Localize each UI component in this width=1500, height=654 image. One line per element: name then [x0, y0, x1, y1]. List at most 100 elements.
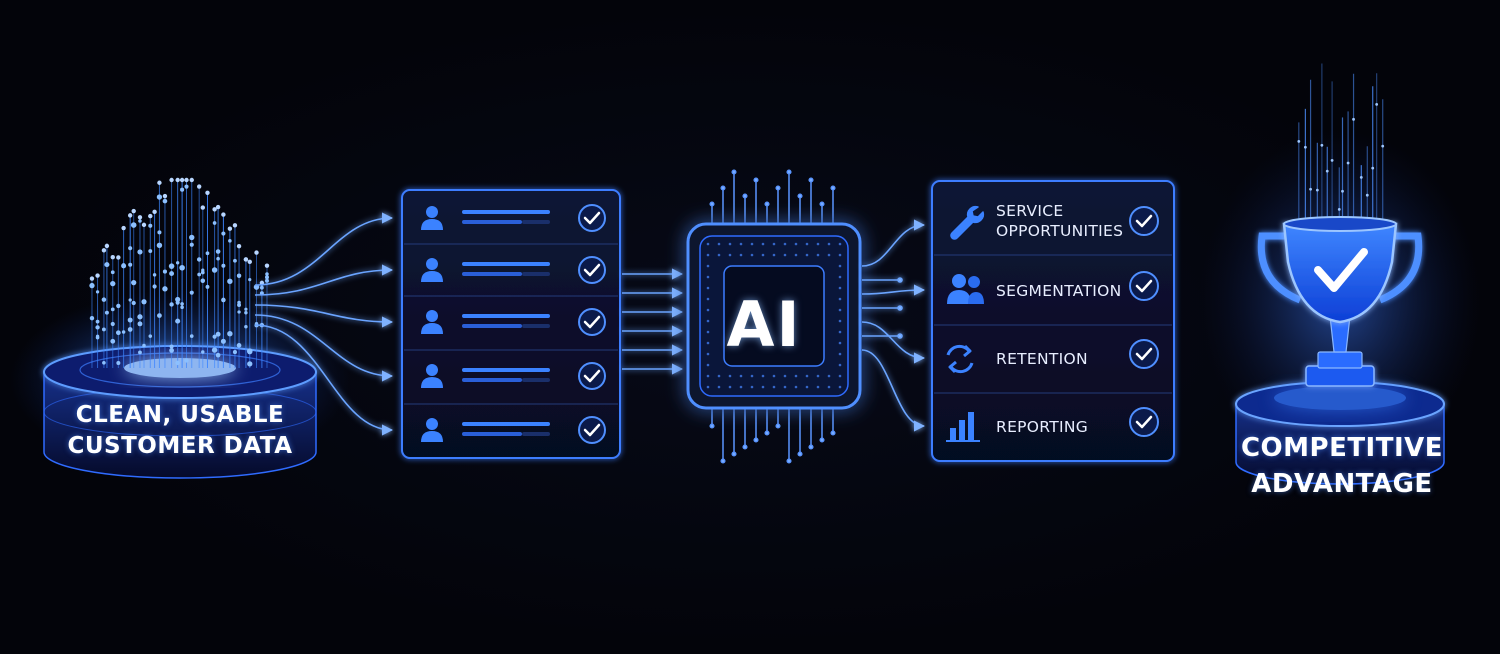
trophy-icon [1200, 63, 1480, 485]
output-label-line1: RETENTION [996, 350, 1088, 368]
chip-pin-dot [830, 430, 836, 436]
check-circle [578, 362, 606, 390]
user-icon [421, 310, 443, 334]
output-label-service-opportunities: SERVICE OPPORTUNITIES [996, 201, 1123, 241]
record-bar [462, 314, 550, 318]
chip-dot [717, 242, 721, 246]
chip-dot [838, 385, 842, 389]
connector-dot [897, 333, 903, 339]
check-mark [583, 423, 601, 437]
output-label-retention: RETENTION [996, 349, 1088, 369]
chip-dot [772, 253, 776, 257]
chip-pin-dot [819, 437, 825, 443]
data-point [243, 257, 249, 262]
user-body [421, 377, 443, 388]
data-point [236, 243, 242, 249]
light-spark [1352, 117, 1355, 121]
chip-pin-dot [731, 451, 737, 457]
chip-dot [750, 242, 754, 246]
chip-pin-dot [731, 169, 737, 175]
chip-dot [838, 275, 842, 279]
light-spark [1297, 139, 1301, 143]
record-bar [462, 324, 522, 328]
data-point [121, 330, 126, 334]
chip-dot [794, 374, 798, 378]
chip-dot [772, 374, 776, 378]
data-point [179, 264, 185, 271]
check-mark [1135, 347, 1153, 361]
ai-to-outputs-connectors [861, 219, 926, 432]
chip-dot [838, 319, 842, 323]
cylinder-top-ring [79, 352, 281, 388]
users-icon [947, 274, 984, 304]
light-spark [1320, 143, 1324, 147]
chip-pin-dot [819, 201, 825, 207]
data-point [116, 303, 121, 309]
data-point [244, 307, 248, 311]
connector-arrow [254, 264, 394, 296]
data-point [157, 313, 162, 318]
light-spark [1346, 161, 1350, 165]
data-point [157, 230, 162, 235]
chip-dot [706, 253, 710, 257]
data-point [237, 310, 241, 314]
chip-dot [794, 242, 798, 246]
record-bar [522, 378, 550, 382]
data-point [237, 303, 242, 307]
chip-dot [750, 374, 754, 378]
connector-dot [897, 305, 903, 311]
light-spark [1303, 145, 1307, 149]
trophy-handle-left [1257, 232, 1302, 304]
chip-dot [816, 242, 820, 246]
chip-pins [709, 169, 836, 464]
data-point [221, 231, 226, 236]
data-point [102, 360, 106, 365]
data-point [216, 256, 220, 261]
data-point [141, 299, 147, 305]
connector-dot [897, 277, 903, 283]
data-point [232, 223, 238, 228]
data-point [180, 305, 184, 310]
chip-dot [783, 253, 787, 257]
data-point [110, 338, 116, 344]
chip-dot [706, 319, 710, 323]
chip-dot [717, 253, 721, 257]
data-point [121, 225, 126, 231]
user-head [426, 364, 438, 376]
data-point [212, 207, 217, 212]
data-point [152, 284, 157, 289]
chip-dot [750, 385, 754, 389]
chip-dot [761, 374, 765, 378]
data-point [137, 215, 143, 220]
record-rows [404, 204, 618, 444]
refresh-icon [946, 344, 974, 374]
data-point [137, 249, 143, 255]
light-spark [1365, 193, 1369, 197]
chip-pin-dot [753, 177, 759, 183]
record-row [421, 204, 606, 232]
data-point [175, 177, 180, 183]
data-point [264, 278, 269, 283]
data-point [264, 263, 270, 268]
chip-dot [706, 374, 710, 378]
chip-dot [772, 242, 776, 246]
data-point [201, 268, 205, 272]
source-label-line2: CUSTOMER DATA [67, 433, 293, 459]
chip-dot [783, 242, 787, 246]
data-point [244, 311, 248, 315]
data-point [169, 177, 174, 183]
chip-dot [816, 374, 820, 378]
data-point [180, 187, 185, 192]
check-circle [1129, 407, 1159, 437]
data-point [157, 180, 162, 185]
chip-dot [739, 374, 743, 378]
data-point [175, 296, 181, 303]
data-point [215, 204, 221, 210]
chip-pin-dot [709, 201, 715, 207]
data-point [215, 352, 221, 358]
data-point [152, 273, 157, 277]
chip-pin-dot [786, 458, 792, 464]
data-point [89, 315, 95, 321]
customer-records-panel [401, 189, 621, 459]
